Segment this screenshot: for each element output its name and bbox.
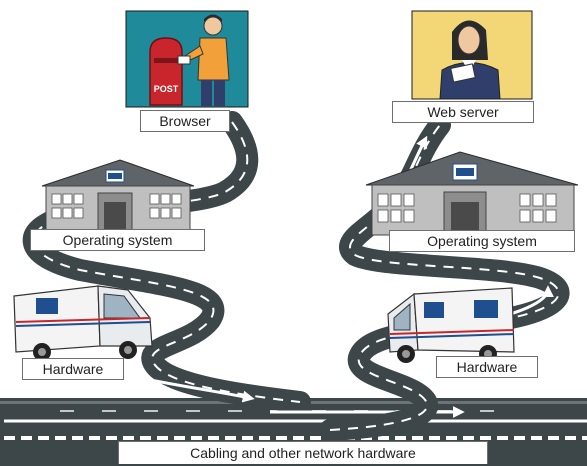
browser-illustration: POST [125, 10, 249, 108]
hardware-label-right: Hardware [436, 356, 538, 378]
left-post-office-building [41, 159, 195, 231]
hardware-label-left: Hardware [22, 358, 124, 380]
operating-system-label-right: Operating system [389, 230, 575, 252]
browser-label: Browser [140, 110, 230, 132]
usps-eagle-icon [424, 302, 444, 318]
web-server-illustration [411, 10, 533, 100]
right-mail-truck [387, 287, 515, 363]
usps-eagle-icon [36, 298, 58, 314]
left-mail-truck [13, 285, 153, 361]
right-post-office-building [365, 151, 579, 236]
mailbox-icon [149, 37, 183, 106]
operating-system-label-left: Operating system [30, 229, 205, 251]
cabling-label: Cabling and other network hardware [118, 441, 488, 464]
mailbox-text: POST [154, 84, 179, 94]
web-server-label: Web server [392, 101, 534, 123]
